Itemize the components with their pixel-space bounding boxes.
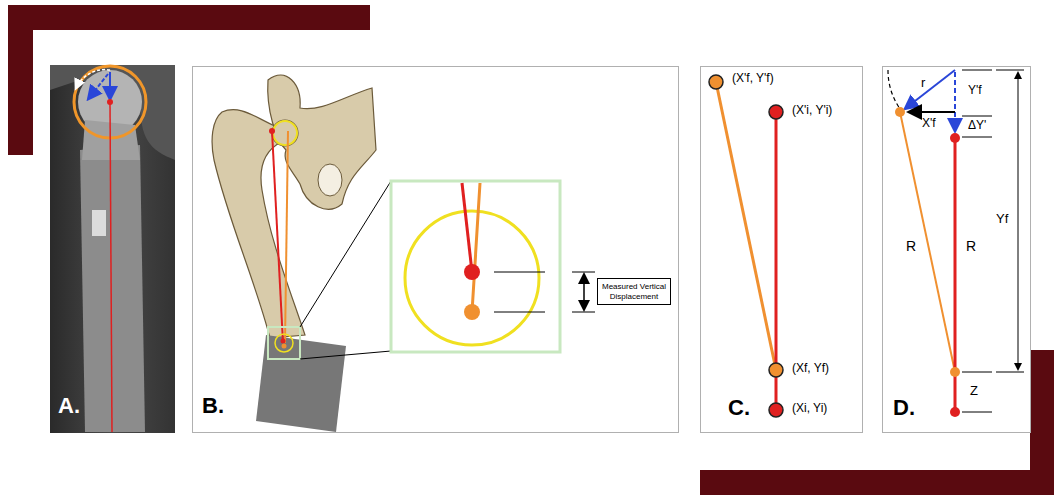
- coordinate-label: R: [966, 238, 976, 254]
- coordinate-label: ΔY': [968, 119, 986, 133]
- coordinate-label: Yf: [996, 212, 1008, 227]
- panel-letter: C.: [728, 395, 750, 420]
- callout-box: Measured Vertical Displacement: [597, 278, 671, 305]
- coordinate-label: (Xi, Yi): [792, 402, 827, 416]
- callout-text: Measured Vertical Displacement: [600, 282, 668, 301]
- coordinate-label: R: [906, 238, 916, 254]
- coordinate-label: r: [921, 76, 925, 91]
- coordinate-label: (X'i, Y'i): [792, 104, 832, 118]
- coordinate-label: (Xf, Yf): [792, 362, 829, 376]
- coordinate-label: X'f: [922, 117, 936, 131]
- coordinate-label: Z: [970, 384, 978, 399]
- panel-letter: A.: [58, 393, 80, 418]
- coordinate-label: (X'f, Y'f): [732, 72, 774, 86]
- panel-letter: D.: [893, 395, 915, 420]
- panel-letter: B.: [202, 393, 224, 418]
- coordinate-label: Y'f: [968, 84, 982, 98]
